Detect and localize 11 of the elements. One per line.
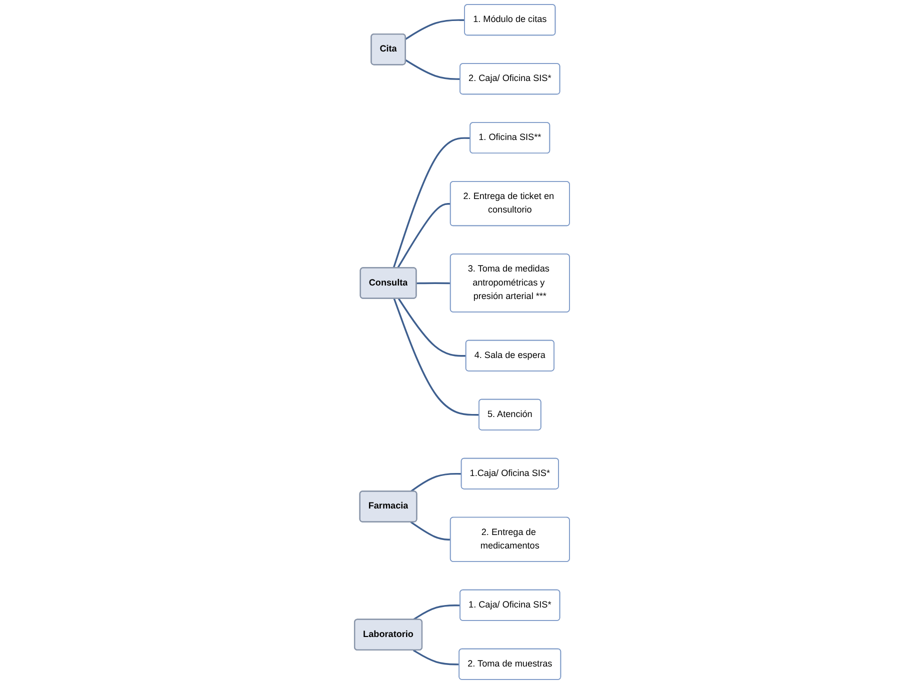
connector — [416, 282, 451, 284]
connector — [410, 472, 462, 492]
connector — [412, 650, 460, 666]
connector — [398, 298, 466, 357]
connector — [405, 59, 460, 80]
connector — [393, 298, 480, 416]
connector — [412, 604, 460, 620]
connector — [392, 137, 470, 268]
connector — [410, 521, 451, 540]
connector — [405, 19, 465, 40]
connector — [397, 203, 451, 268]
